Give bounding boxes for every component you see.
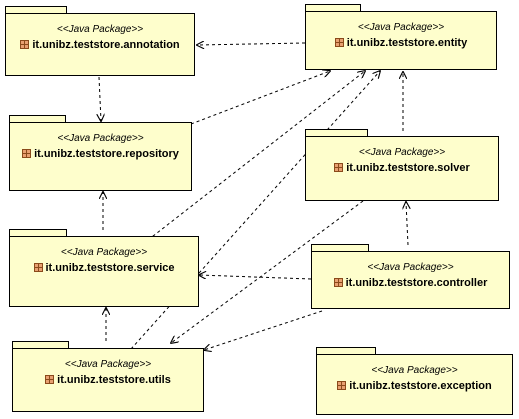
java-package-icon xyxy=(22,149,32,158)
dependency-arrow-entity-to-annotation xyxy=(197,43,306,45)
package-name: it.unibz.teststore.exception xyxy=(349,380,492,392)
package-stereotype: <<Java Package>> xyxy=(57,133,144,144)
package-name: it.unibz.teststore.entity xyxy=(346,37,468,49)
java-package-icon xyxy=(337,381,347,390)
package-name: it.unibz.teststore.repository xyxy=(34,148,179,160)
package-stereotype: <<Java Package>> xyxy=(56,24,144,35)
package-stereotype: <<Java Package>> xyxy=(60,247,148,258)
java-package-icon xyxy=(45,375,55,384)
package-name: it.unibz.teststore.service xyxy=(45,262,175,274)
package-name: it.unibz.teststore.solver xyxy=(346,162,470,174)
package-repository[interactable]: <<Java Package>> it.unibz.teststore.repo… xyxy=(9,115,192,191)
java-package-icon xyxy=(33,263,43,272)
dependency-arrow-service-to-entity xyxy=(147,71,365,241)
package-stereotype: <<Java Package>> xyxy=(357,22,445,33)
dependency-arrow-repository-to-entity xyxy=(190,71,330,125)
dependency-arrow-solver-to-utils xyxy=(171,200,364,343)
package-name: it.unibz.teststore.controller xyxy=(345,277,488,289)
package-stereotype: <<Java Package>> xyxy=(371,365,458,376)
dependency-arrow-controller-to-solver xyxy=(406,202,408,246)
package-exception[interactable]: <<Java Package>> it.unibz.teststore.exce… xyxy=(316,347,513,415)
package-annotation[interactable]: <<Java Package>> it.unibz.teststore.anno… xyxy=(5,6,195,76)
java-package-icon xyxy=(20,40,30,49)
package-stereotype: <<Java Package>> xyxy=(64,359,152,370)
package-name: it.unibz.teststore.utils xyxy=(57,374,171,386)
package-entity[interactable]: <<Java Package>> it.unibz.teststore.enti… xyxy=(305,4,497,70)
dependency-arrow-controller-to-utils xyxy=(204,310,323,350)
package-stereotype: <<Java Package>> xyxy=(367,262,454,273)
package-stereotype: <<Java Package>> xyxy=(358,147,446,158)
dependency-arrow-controller-to-service xyxy=(199,275,312,280)
package-controller[interactable]: <<Java Package>> it.unibz.teststore.cont… xyxy=(311,244,510,309)
package-name: it.unibz.teststore.annotation xyxy=(32,39,180,51)
package-service[interactable]: <<Java Package>> it.unibz.teststore.serv… xyxy=(9,229,199,307)
java-package-icon xyxy=(334,163,344,172)
dependency-arrow-annotation-to-repository xyxy=(99,76,101,121)
java-package-icon xyxy=(333,278,343,287)
java-package-icon xyxy=(334,38,344,47)
package-utils[interactable]: <<Java Package>> it.unibz.teststore.util… xyxy=(12,341,204,412)
package-solver[interactable]: <<Java Package>> it.unibz.teststore.solv… xyxy=(305,129,499,201)
